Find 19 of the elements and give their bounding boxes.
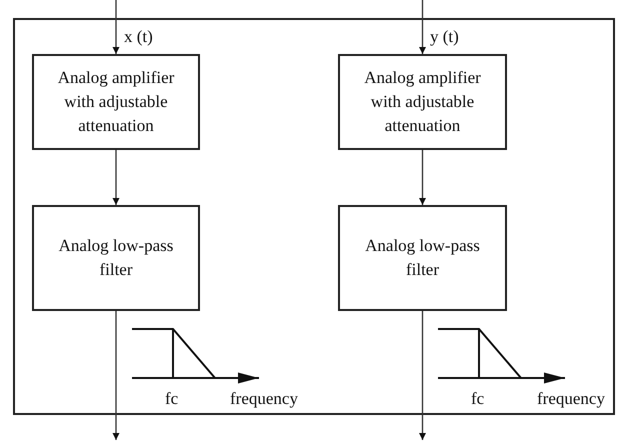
process-box — [338, 205, 507, 311]
box-text: Analog amplifier with adjustable attenuation — [363, 67, 482, 137]
arrow — [419, 150, 426, 205]
axis-label: frequency — [537, 390, 605, 409]
arrow — [112, 311, 120, 440]
arrow — [419, 0, 426, 54]
arrow — [419, 311, 426, 440]
axis-label: frequency — [230, 390, 298, 409]
box-text: Analog low-pass filter — [364, 235, 481, 281]
box-text: Analog amplifier with adjustable attenuation — [56, 67, 176, 137]
arrow — [112, 150, 120, 205]
enclosure-frame — [13, 18, 615, 415]
process-box — [338, 54, 507, 150]
edge-label: x (t) — [124, 28, 153, 47]
process-box — [32, 205, 200, 311]
edge-label: y (t) — [430, 28, 459, 47]
process-box — [32, 54, 200, 150]
box-text: Analog low-pass filter — [58, 235, 174, 281]
arrow — [112, 0, 120, 54]
